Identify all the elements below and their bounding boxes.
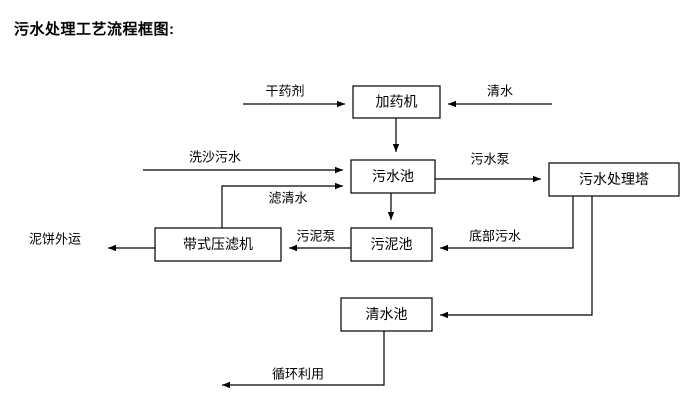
edge-label-dry-chemical: 干药剂 [265,83,304,98]
node-sludge-pool[interactable]: 污泥池 [350,227,433,262]
node-treatment-tower-label: 污水处理塔 [579,171,649,187]
edge-label-sewage-pump: 污水泵 [470,151,509,166]
node-dosing-machine-label: 加药机 [376,94,418,110]
edge-label-recycle-reuse: 循环利用 [272,366,324,381]
node-sewage-pool-label: 污水池 [372,168,414,184]
page-title: 污水处理工艺流程框图: [14,21,175,38]
edge-label-filtered-water: 滤清水 [268,190,307,205]
node-belt-filter-press-label: 带式压滤机 [183,236,253,252]
edge-label-sand-wash-sewage: 洗沙污水 [189,149,241,164]
edge-filter-press-to-sewage-pool [221,182,343,228]
edge-tower-to-clear-water-pool [440,196,593,319]
node-clear-water-pool[interactable]: 清水池 [340,297,433,332]
edge-label-sludge-pump: 污泥泵 [296,228,335,243]
node-sludge-pool-label: 污泥池 [371,236,413,252]
node-dosing-machine[interactable]: 加药机 [352,85,441,119]
node-clear-water-pool-label: 清水池 [366,306,408,322]
node-belt-filter-press[interactable]: 带式压滤机 [154,227,282,262]
edge-label-bottom-sewage: 底部污水 [469,228,521,243]
node-treatment-tower[interactable]: 污水处理塔 [548,162,680,197]
edge-label-mud-cake-out: 泥饼外运 [29,231,81,246]
edge-label-clean-water: 清水 [487,83,513,98]
edge-clear-water-pool-to-recycle [222,331,385,389]
edge-tower-to-sludge-pool [440,196,574,252]
node-sewage-pool[interactable]: 污水池 [350,159,436,194]
